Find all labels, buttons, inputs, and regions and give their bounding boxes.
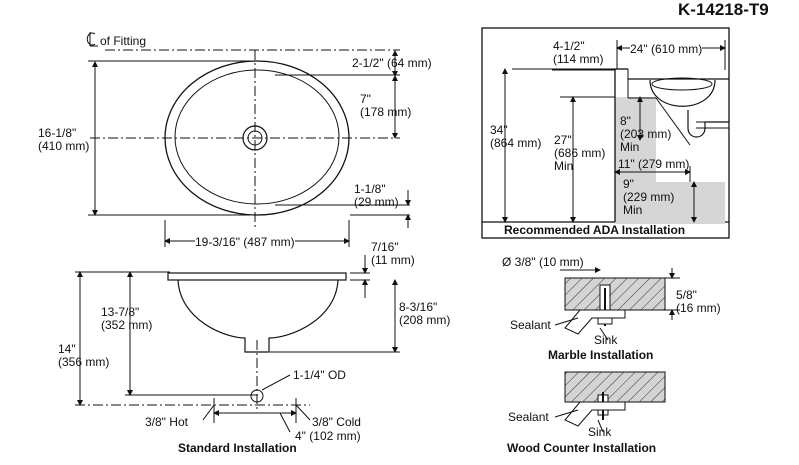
marble-view bbox=[554, 267, 680, 341]
drain-outer bbox=[242, 125, 268, 151]
dim-11: 11" (279 mm) bbox=[618, 157, 690, 171]
model-number: K-14218-T9 bbox=[678, 0, 769, 19]
dim-lip: 7/16" (11 mm) bbox=[371, 240, 415, 267]
dim-counter: 24" (610 mm) bbox=[630, 42, 703, 56]
wood-installation-caption: Wood Counter Installation bbox=[507, 441, 657, 455]
basin-outer-rim bbox=[164, 60, 350, 216]
dim-9: 9" (229 mm) Min bbox=[623, 177, 675, 217]
marble-sink-label: Sink bbox=[594, 333, 618, 347]
dim-8: 8" (203 mm) Min bbox=[620, 114, 672, 154]
marble-sink-edge bbox=[564, 309, 626, 335]
marble-counter bbox=[564, 277, 666, 311]
wood-sealant-label: Sealant bbox=[508, 410, 549, 424]
centerline-symbol bbox=[86, 32, 98, 47]
marble-sealant-label: Sealant bbox=[510, 318, 551, 332]
dim-total-height: 14" (356 mm) bbox=[58, 342, 110, 369]
dim-rim: 1-1/8" (29 mm) bbox=[354, 182, 399, 209]
dim-fitting-offset: 2-1/2" (64 mm) bbox=[352, 56, 432, 70]
dim-drain-depth: 7" (178 mm) bbox=[360, 92, 412, 119]
ada-installation-caption: Recommended ADA Installation bbox=[504, 223, 686, 237]
dim-depth: 16-1/8" (410 mm) bbox=[38, 126, 90, 153]
hole-diameter: Ø 3/8" (10 mm) bbox=[502, 255, 584, 269]
marble-installation-caption: Marble Installation bbox=[548, 348, 654, 362]
wood-view bbox=[554, 371, 666, 433]
cold-label: 3/8" Cold bbox=[312, 415, 361, 429]
bowl-profile bbox=[177, 279, 339, 353]
ada-bowl bbox=[649, 79, 716, 107]
drain-od-label: 1-1/4" OD bbox=[293, 368, 346, 382]
ada-view bbox=[481, 27, 730, 239]
dim-width: 19-3/16" (487 mm) bbox=[195, 235, 295, 249]
toe-clearance bbox=[615, 182, 725, 224]
basin-inner bbox=[174, 69, 340, 205]
side-view bbox=[75, 255, 400, 433]
hot-label: 3/8" Hot bbox=[145, 415, 188, 429]
wood-counter bbox=[564, 371, 666, 403]
wood-sink-edge bbox=[564, 401, 626, 427]
dim-thickness: 5/8" (16 mm) bbox=[676, 288, 721, 315]
top-view bbox=[88, 49, 411, 247]
sink-lip bbox=[167, 272, 347, 281]
spacing-label: 4" (102 mm) bbox=[295, 429, 361, 443]
drain-outlet bbox=[250, 389, 264, 403]
dim-front-offset: 4-1/2" (114 mm) bbox=[553, 39, 604, 66]
p-trap bbox=[687, 110, 729, 138]
ada-frame bbox=[481, 27, 730, 239]
dim-knee: 27" (686 mm) Min bbox=[554, 133, 606, 173]
centerline-label: of Fitting bbox=[100, 34, 147, 48]
standard-installation-caption: Standard Installation bbox=[178, 441, 297, 455]
dim-drain-height: 13-7/8" (352 mm) bbox=[101, 305, 153, 332]
drain-inner bbox=[247, 130, 263, 146]
dim-height: 34" (864 mm) bbox=[490, 123, 542, 150]
wood-sink-label: Sink bbox=[588, 425, 612, 439]
dim-bowl-depth: 8-3/16" (208 mm) bbox=[399, 300, 451, 327]
